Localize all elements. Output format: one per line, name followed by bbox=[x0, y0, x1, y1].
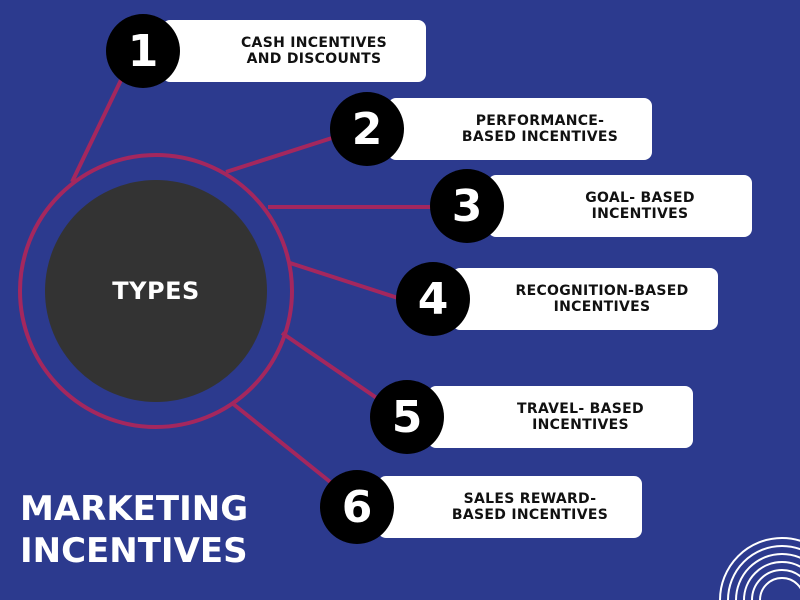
hub-outer-ring bbox=[18, 153, 294, 429]
item-number-5: 5 bbox=[370, 380, 444, 454]
connector-line-6 bbox=[230, 401, 336, 487]
title-line-2: INCENTIVES bbox=[20, 531, 248, 571]
connector-line-2 bbox=[225, 136, 333, 174]
item-card-2: PERFORMANCE- BASED INCENTIVES bbox=[388, 98, 652, 160]
title-line-1: MARKETING bbox=[20, 489, 249, 529]
connector-line-1 bbox=[70, 77, 124, 183]
page-title: MARKETING INCENTIVES bbox=[20, 488, 248, 572]
item-number-6: 6 bbox=[320, 470, 394, 544]
connector-lines bbox=[70, 77, 432, 487]
item-label-5: TRAVEL- BASED INCENTIVES bbox=[517, 401, 644, 433]
hub-label: TYPES bbox=[112, 277, 200, 305]
item-card-1: CASH INCENTIVES AND DISCOUNTS bbox=[162, 20, 426, 82]
item-card-4: RECOGNITION-BASED INCENTIVES bbox=[452, 268, 718, 330]
item-label-3: GOAL- BASED INCENTIVES bbox=[585, 190, 695, 222]
item-number-3: 3 bbox=[430, 169, 504, 243]
concentric-arcs-icon bbox=[719, 537, 800, 600]
item-number-4: 4 bbox=[396, 262, 470, 336]
item-card-6: SALES REWARD- BASED INCENTIVES bbox=[378, 476, 642, 538]
item-number-1: 1 bbox=[106, 14, 180, 88]
item-label-1: CASH INCENTIVES AND DISCOUNTS bbox=[240, 35, 387, 67]
item-label-2: PERFORMANCE- BASED INCENTIVES bbox=[461, 113, 619, 145]
item-number-2: 2 bbox=[330, 92, 404, 166]
connector-line-4 bbox=[289, 261, 399, 300]
hub-circle: TYPES bbox=[45, 180, 267, 402]
item-label-4: RECOGNITION-BASED INCENTIVES bbox=[515, 283, 689, 315]
item-label-6: SALES REWARD- BASED INCENTIVES bbox=[451, 491, 609, 523]
connector-line-5 bbox=[280, 331, 386, 405]
item-card-5: TRAVEL- BASED INCENTIVES bbox=[428, 386, 693, 448]
item-card-3: GOAL- BASED INCENTIVES bbox=[488, 175, 752, 237]
